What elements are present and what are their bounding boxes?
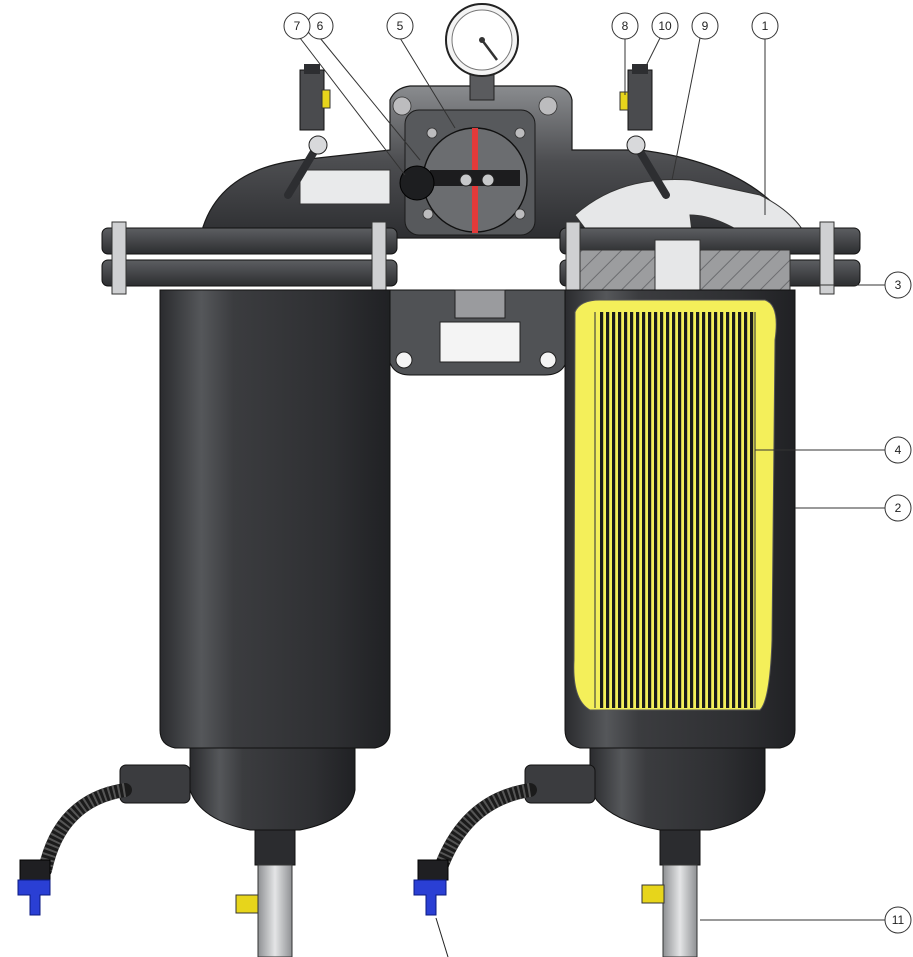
- svg-text:6: 6: [317, 19, 324, 33]
- callout-9: 9: [691, 12, 719, 40]
- filter-bowl-left: [159, 289, 391, 957]
- svg-text:5: 5: [397, 19, 404, 33]
- callout-4: 4: [884, 436, 912, 464]
- pressure-gauge: [445, 3, 519, 101]
- svg-text:7: 7: [294, 19, 301, 33]
- svg-text:8: 8: [622, 19, 629, 33]
- callout-7: 7: [283, 12, 311, 40]
- vent-sensor-left: [284, 64, 331, 199]
- drain-hose-right: [413, 764, 596, 957]
- gauge-needle: [481, 39, 498, 61]
- callout-2: 2: [884, 494, 912, 522]
- flange-left: [101, 221, 398, 295]
- center-mount: [387, 289, 569, 376]
- selector-knob: [399, 165, 435, 201]
- callout-5: 5: [386, 12, 414, 40]
- callout-3: 3: [884, 271, 912, 299]
- leader-lines: [299, 37, 885, 921]
- svg-text:1: 1: [762, 19, 769, 33]
- vent-sensor-right: [619, 64, 670, 199]
- spool-left: [299, 169, 391, 205]
- svg-text:3: 3: [895, 278, 902, 292]
- callout-1: 1: [751, 12, 779, 40]
- drain-valve-right: [413, 879, 447, 916]
- callout-8: 8: [611, 12, 639, 40]
- svg-text:2: 2: [895, 501, 902, 515]
- filter-bowl-right: [564, 289, 796, 957]
- svg-text:11: 11: [892, 913, 905, 927]
- drain-hose-left: [17, 764, 191, 916]
- callout-10: 10: [651, 12, 679, 40]
- svg-text:9: 9: [702, 19, 709, 33]
- callout-11: 11: [884, 906, 912, 934]
- callout-6: 6: [306, 12, 334, 40]
- svg-text:10: 10: [658, 19, 672, 33]
- selector-valve: [392, 96, 558, 236]
- drain-valve-left: [17, 879, 51, 916]
- svg-text:4: 4: [895, 443, 902, 457]
